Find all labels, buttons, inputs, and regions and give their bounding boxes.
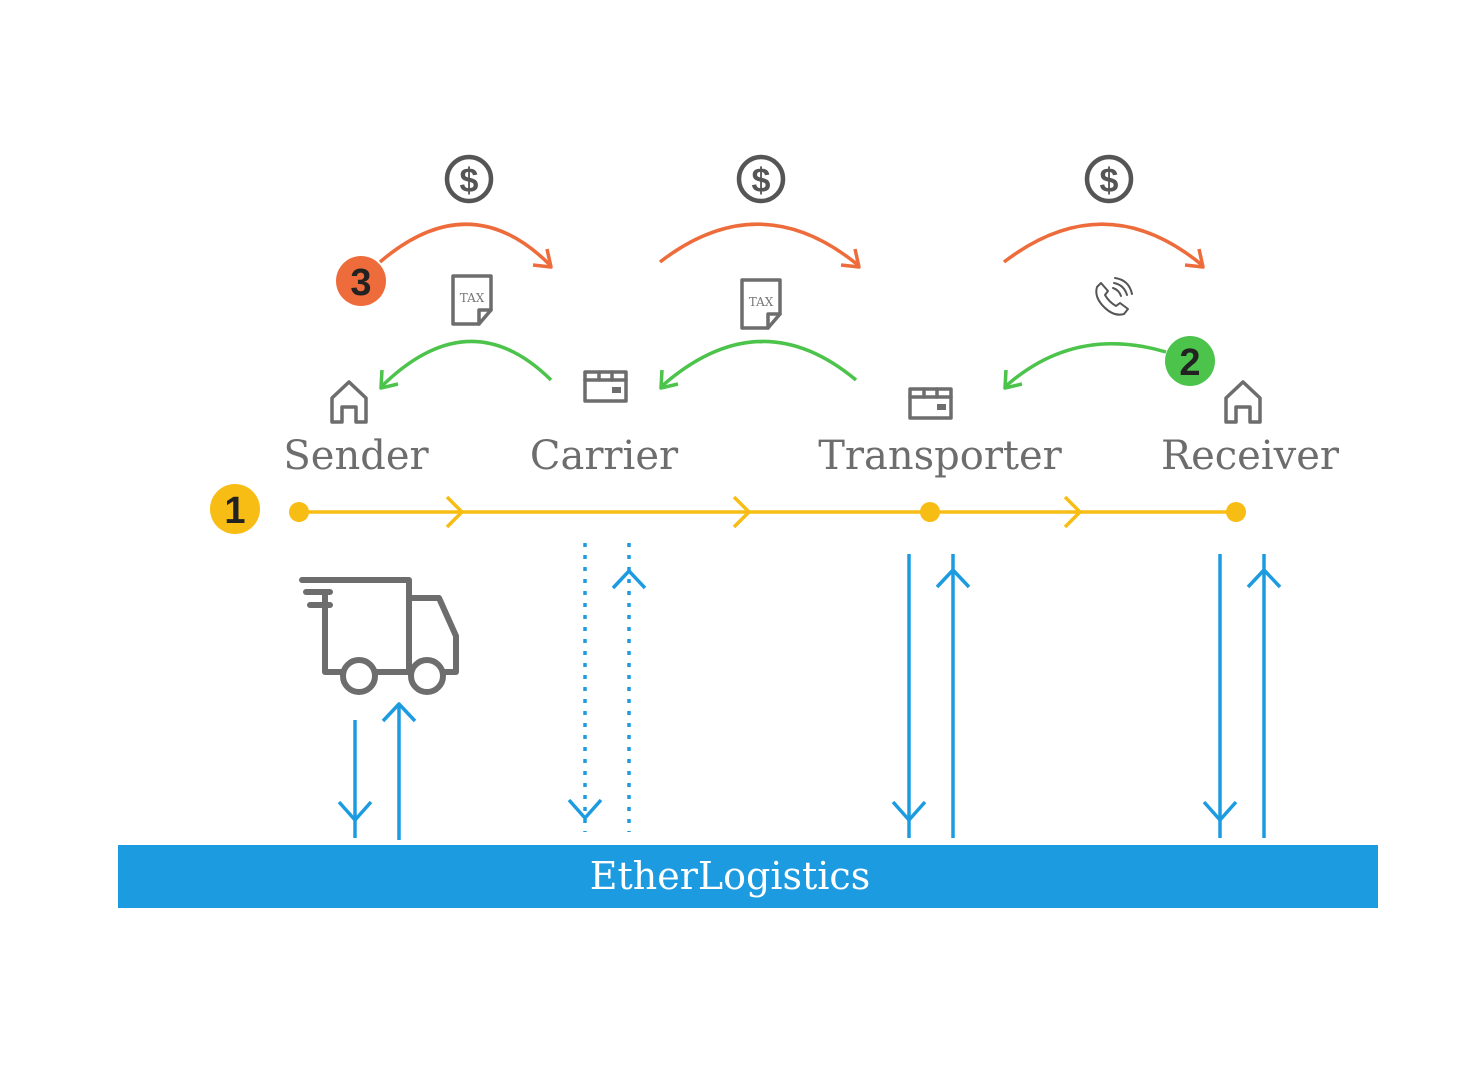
package-icon — [908, 387, 953, 420]
package-icon — [583, 370, 628, 403]
timeline-chevron — [445, 495, 464, 529]
step-1-badge: 1 — [210, 484, 260, 534]
document-arrow — [379, 339, 553, 390]
timeline-node — [1226, 502, 1246, 522]
dollar-icon: $ — [1084, 154, 1134, 204]
house-icon — [1224, 380, 1262, 424]
carrier-label: Carrier — [530, 433, 679, 479]
svg-text:$: $ — [752, 162, 771, 200]
payment-arrow — [658, 222, 861, 269]
svg-text:$: $ — [460, 162, 479, 200]
document-arrow — [1003, 342, 1167, 390]
svg-text:TAX: TAX — [460, 291, 485, 305]
step-2-badge: 2 — [1165, 336, 1215, 386]
shipment-timeline — [289, 495, 1246, 529]
to-platform-arrow — [891, 554, 927, 838]
tax-document-icon: TAX — [451, 274, 493, 326]
step-3-badge: 3 — [336, 256, 386, 306]
receiver-label: Receiver — [1161, 433, 1340, 479]
from-platform-dotted-arrow — [611, 543, 647, 832]
platform-name: EtherLogistics — [590, 854, 870, 898]
sender-label: Sender — [283, 433, 429, 479]
timeline-node — [289, 502, 309, 522]
dollar-icon: $ — [444, 154, 494, 204]
to-platform-arrow — [1202, 554, 1238, 838]
document-arrow — [659, 339, 858, 390]
to-platform-dotted-arrow — [567, 543, 603, 832]
transporter-label: Transporter — [818, 433, 1062, 479]
from-platform-arrow — [1246, 554, 1282, 838]
svg-text:$: $ — [1100, 162, 1119, 200]
timeline-chevron — [1063, 495, 1082, 529]
payment-arrow — [378, 222, 553, 269]
timeline-chevron — [732, 495, 751, 529]
svg-text:1: 1 — [224, 490, 245, 532]
phone-call-icon — [1095, 277, 1133, 316]
etherlogistics-platform-bar: EtherLogistics — [118, 845, 1378, 908]
house-icon — [330, 380, 368, 424]
to-platform-arrow — [337, 720, 373, 838]
svg-text:3: 3 — [350, 262, 371, 304]
delivery-truck-icon — [299, 577, 459, 695]
dollar-icon: $ — [736, 154, 786, 204]
from-platform-arrow — [381, 702, 417, 840]
svg-text:2: 2 — [1179, 342, 1200, 384]
from-platform-arrow — [935, 554, 971, 838]
tax-document-icon: TAX — [740, 278, 782, 330]
timeline-node — [920, 502, 940, 522]
payment-arrow — [1002, 222, 1205, 269]
svg-text:TAX: TAX — [749, 295, 774, 309]
